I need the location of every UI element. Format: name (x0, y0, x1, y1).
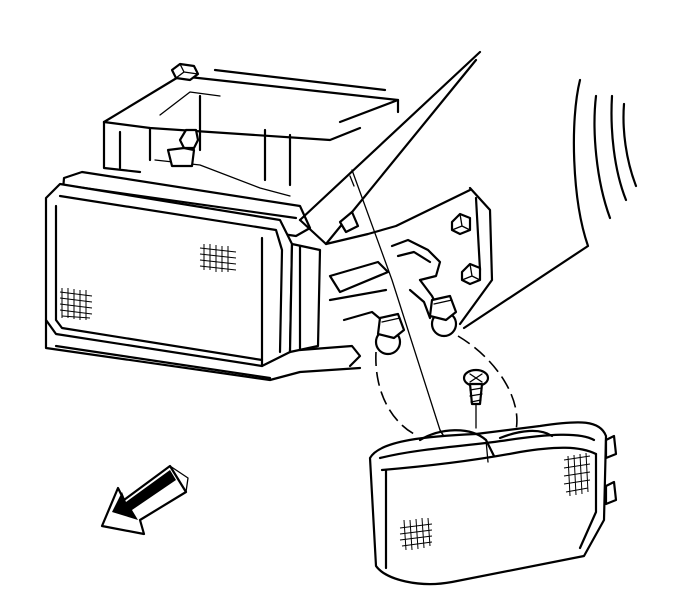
mounting-nut-upper (450, 212, 472, 236)
mounting-nut-lower (460, 262, 482, 286)
marker-hatch-left (399, 517, 433, 551)
lens-hatch-right (199, 244, 237, 272)
mounting-bolt (170, 62, 200, 82)
bulb-socket-left (374, 312, 406, 356)
headlamp-assembly (44, 170, 362, 382)
direction-arrow (100, 464, 189, 536)
hood-panel (298, 50, 482, 246)
lens-hatch-left (59, 288, 93, 320)
retaining-screw (462, 368, 490, 429)
wiring-harness (328, 238, 442, 324)
retaining-clip (166, 128, 200, 168)
fender (458, 78, 638, 330)
side-marker-lamp (368, 421, 618, 586)
marker-hatch-right (563, 452, 591, 497)
bulb-socket-right (428, 294, 458, 338)
